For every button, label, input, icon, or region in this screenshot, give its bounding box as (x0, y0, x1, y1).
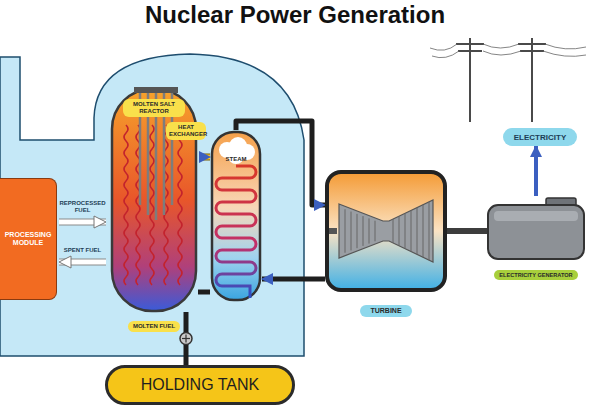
tank-label-holder: HOLDING TANK (108, 368, 292, 402)
processing-module: PROCESSING MODULE (0, 178, 57, 300)
edge-label: SPENT FUEL (63, 247, 102, 254)
power-pylons (456, 38, 546, 122)
holding-tank: HOLDING TANK (105, 365, 295, 405)
connector (198, 290, 210, 295)
connector-outline (59, 259, 106, 266)
electricity-output: ELECTRICITY (503, 128, 577, 146)
turbine-label: TURBINE (360, 305, 411, 317)
connector (59, 260, 106, 265)
turbine-label-holder: TURBINE (325, 299, 447, 317)
electricity-generator-drawing (486, 196, 586, 276)
generator-label-holder: ELECTRICITY GENERATOR (486, 263, 586, 281)
turbine-drawing (325, 170, 447, 315)
electricity-label: ELECTRICITY (514, 133, 566, 142)
fuel-label-holder: MOLTEN FUEL (108, 314, 200, 332)
power-wires (430, 44, 586, 58)
connector-outline (200, 154, 210, 161)
heat-exchanger-drawing (210, 130, 262, 302)
connector (445, 228, 488, 234)
electricity-label-holder: ELECTRICITY (503, 128, 577, 146)
exchanger-label: HEAT EXCHANGER (166, 122, 206, 140)
fuel-label: MOLTEN FUEL (128, 321, 180, 332)
reactor-label: MOLTEN SALT REACTOR (123, 99, 185, 117)
steam-label: STEAM (226, 156, 247, 162)
steam-label-holder: STEAM (210, 147, 262, 165)
module-label: PROCESSING MODULE (0, 231, 56, 248)
heat-exchanger: HEAT EXCHANGERSTEAM (210, 130, 262, 302)
electricity-generator: ELECTRICITY GENERATOR (486, 196, 586, 276)
building-outline (0, 54, 304, 356)
edge-label-holder: REPROCESSED FUEL (57, 198, 109, 216)
module-label-holder: PROCESSING MODULE (0, 179, 56, 299)
connector-outline (59, 219, 106, 226)
connector (200, 155, 210, 160)
turbine: TURBINE (325, 170, 447, 315)
connector (262, 277, 325, 282)
connector (534, 146, 538, 196)
tank-label: HOLDING TANK (141, 376, 260, 394)
edge-label: REPROCESSED FUEL (57, 200, 109, 214)
reactor-label-holder: MOLTEN SALT REACTOR (108, 99, 200, 117)
title-holder: Nuclear Power Generation (0, 1, 590, 29)
edge-label-holder: SPENT FUEL (57, 238, 109, 256)
generator-label: ELECTRICITY GENERATOR (494, 270, 577, 280)
valve (180, 333, 192, 345)
exchanger-label-holder: HEAT EXCHANGER (164, 122, 208, 140)
connector (59, 220, 106, 225)
title-text: Nuclear Power Generation (145, 1, 445, 28)
